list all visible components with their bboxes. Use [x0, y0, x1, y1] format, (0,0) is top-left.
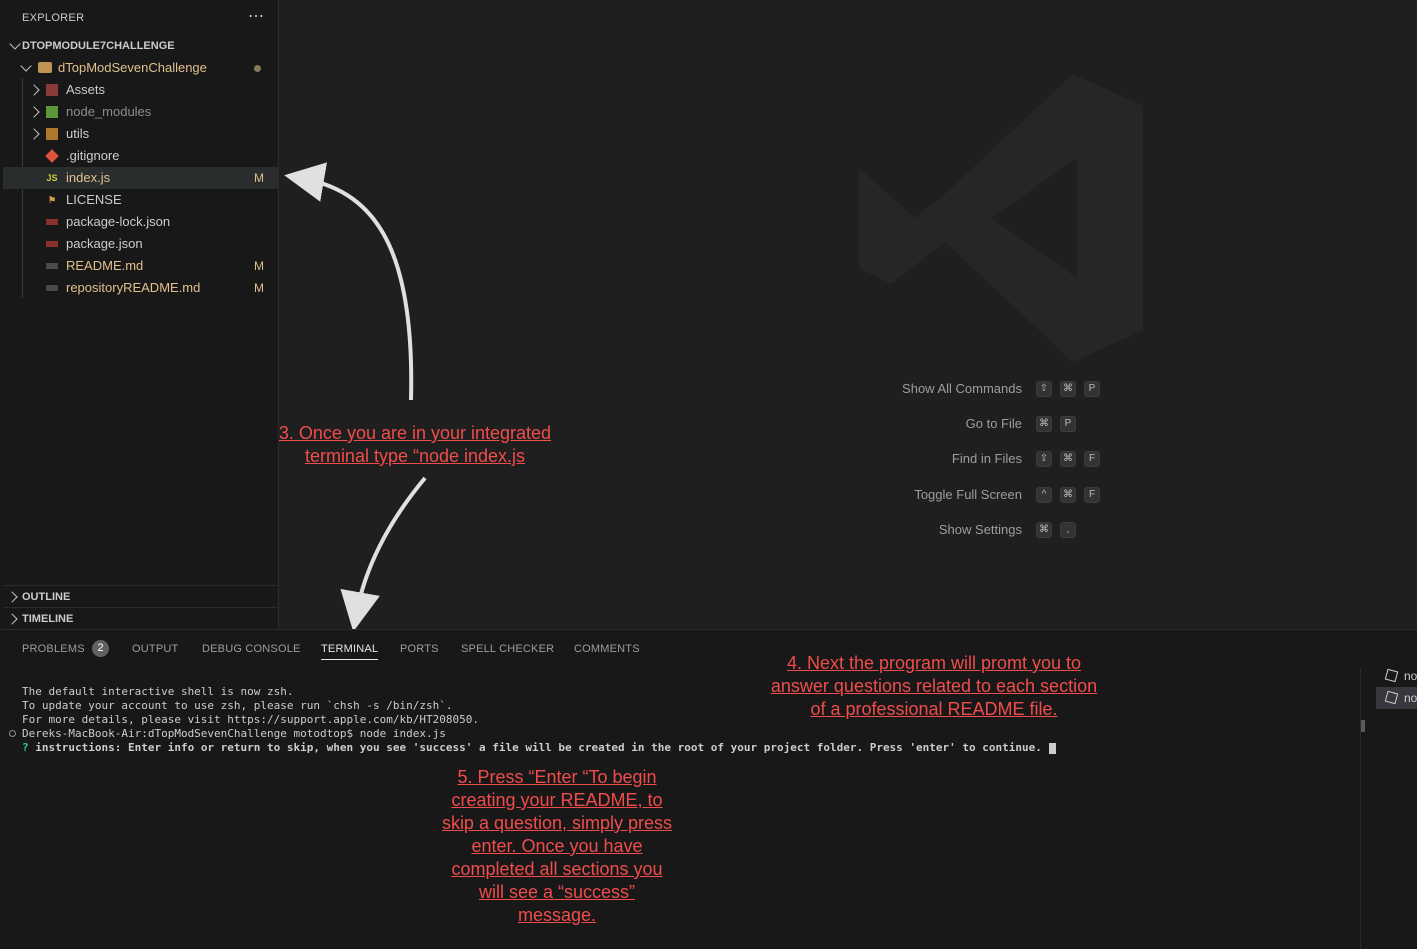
tab-debug-console[interactable]: DEBUG CONSOLE — [202, 643, 301, 655]
file-name: README.md — [66, 258, 144, 273]
vscode-watermark-logo — [859, 74, 1143, 362]
prompt-text: instructions: Enter info or return to sk… — [35, 741, 1042, 754]
outline-section[interactable]: OUTLINE — [3, 585, 278, 608]
timeline-label: TIMELINE — [22, 613, 74, 625]
license-icon: ⚑ — [47, 195, 57, 205]
terminal-list-item[interactable]: no — [1376, 687, 1417, 709]
tab-comments[interactable]: COMMENTS — [574, 643, 640, 655]
command-hint-label[interactable]: Show Settings — [938, 522, 1022, 537]
keyboard-key: ⌘ — [1060, 487, 1076, 503]
tab-ports[interactable]: PORTS — [400, 643, 439, 655]
arrow-to-index-js — [284, 162, 414, 401]
command-decoration-icon — [9, 730, 16, 737]
file-name: package-lock.json — [66, 214, 171, 229]
npm-icon — [46, 219, 58, 225]
keyboard-key: P — [1084, 381, 1100, 397]
tab-output[interactable]: OUTPUT — [132, 643, 179, 655]
folder-name: dTopModSevenChallenge — [58, 60, 207, 75]
folder-utils-icon — [46, 128, 58, 140]
file-name: utils — [66, 126, 90, 141]
keyboard-key: ^ — [1036, 487, 1052, 503]
timeline-section[interactable]: TIMELINE — [3, 607, 278, 630]
terminal-line: The default interactive shell is now zsh… — [22, 685, 294, 698]
terminal-prompt[interactable]: ? instructions: Enter info or return to … — [22, 741, 1056, 754]
keyboard-key: ⌘ — [1060, 451, 1076, 467]
file-tree-item[interactable]: repositoryREADME.md M — [3, 277, 278, 299]
scrollbar-thumb[interactable] — [1361, 720, 1365, 732]
folder-assets-icon — [46, 84, 58, 96]
workspace-header[interactable]: DTOPMODULE7CHALLENGE — [3, 35, 278, 57]
js-icon: JS — [46, 173, 58, 183]
file-name: node_modules — [66, 104, 152, 119]
file-tree-item[interactable]: node_modules — [3, 101, 278, 123]
command-hint-label[interactable]: Find in Files — [951, 451, 1022, 466]
file-name: index.js — [66, 170, 111, 185]
folder-row[interactable]: dTopModSevenChallenge — [3, 57, 278, 79]
file-name: repositoryREADME.md — [66, 280, 201, 295]
file-tree-item[interactable]: utils — [3, 123, 278, 145]
folder-node-icon — [46, 106, 58, 118]
file-name: package.json — [66, 236, 143, 251]
terminal-list-label: no — [1404, 669, 1417, 683]
annotation-step5: 5. Press “Enter “To begin creating your … — [441, 767, 673, 925]
terminal-cursor — [1048, 742, 1056, 754]
keyboard-key: ⌘ — [1036, 416, 1052, 432]
file-name: .gitignore — [66, 148, 120, 163]
keyboard-key: ⇧ — [1036, 451, 1052, 467]
workspace-name: DTOPMODULE7CHALLENGE — [22, 40, 175, 52]
annotation-step3: 3. Once you are in your integrated termi… — [278, 423, 552, 466]
modified-badge: M — [254, 259, 264, 273]
terminal-list-item[interactable]: no — [1376, 665, 1417, 687]
terminal-line: To update your account to use zsh, pleas… — [22, 699, 453, 712]
terminal-line: Dereks-MacBook-Air:dTopModSevenChallenge… — [22, 727, 446, 740]
folder-open-icon — [38, 62, 52, 73]
markdown-icon — [46, 263, 58, 269]
modified-badge: M — [254, 171, 264, 185]
file-tree-item[interactable]: package.json — [3, 233, 278, 255]
annotation-step4: 4. Next the program will promt you to an… — [770, 653, 1098, 719]
modified-dot-icon — [254, 65, 261, 72]
npm-icon — [46, 241, 58, 247]
terminal-divider — [1360, 668, 1361, 949]
keyboard-key: ⌘ — [1036, 522, 1052, 538]
terminal-line: For more details, please visit https://s… — [22, 713, 479, 726]
file-tree-item[interactable]: .gitignore — [3, 145, 278, 167]
tab-terminal[interactable]: TERMINAL — [321, 643, 379, 660]
keyboard-key: P — [1060, 416, 1076, 432]
tab-spell-checker[interactable]: SPELL CHECKER — [461, 643, 555, 655]
file-tree-item[interactable]: package-lock.json — [3, 211, 278, 233]
markdown-icon — [46, 285, 58, 291]
explorer-sidebar: EXPLORER ⋯ DTOPMODULE7CHALLENGE dTopModS… — [0, 0, 279, 629]
keyboard-key: F — [1084, 451, 1100, 467]
keyboard-key: , — [1060, 522, 1076, 538]
file-tree-item[interactable]: README.md M — [3, 255, 278, 277]
file-name: LICENSE — [66, 192, 122, 207]
command-hint-label[interactable]: Go to File — [965, 416, 1022, 431]
command-hint-label[interactable]: Toggle Full Screen — [914, 487, 1022, 502]
terminal-icon — [1384, 668, 1399, 683]
keyboard-key: ⌘ — [1060, 381, 1076, 397]
file-tree-item[interactable]: Assets — [3, 79, 278, 101]
keyboard-key: ⇧ — [1036, 381, 1052, 397]
problems-count-badge: 2 — [92, 640, 109, 657]
terminal-icon — [1384, 690, 1399, 705]
explorer-title: EXPLORER — [22, 12, 85, 24]
outline-label: OUTLINE — [22, 591, 71, 603]
terminal-list-label: no — [1404, 691, 1417, 705]
file-tree-item[interactable]: JS index.js M — [3, 167, 278, 189]
more-actions-button[interactable]: ⋯ — [248, 8, 265, 25]
bottom-panel: PROBLEMS 2 OUTPUT DEBUG CONSOLE TERMINAL… — [0, 629, 1417, 949]
prompt-mark: ? — [22, 741, 29, 754]
modified-badge: M — [254, 281, 264, 295]
file-name: Assets — [66, 82, 106, 97]
file-tree-item[interactable]: ⚑ LICENSE — [3, 189, 278, 211]
tab-problems[interactable]: PROBLEMS — [22, 643, 85, 655]
arrow-to-terminal-tab — [340, 476, 427, 632]
command-hint-label[interactable]: Show All Commands — [902, 381, 1022, 396]
keyboard-key: F — [1084, 487, 1100, 503]
